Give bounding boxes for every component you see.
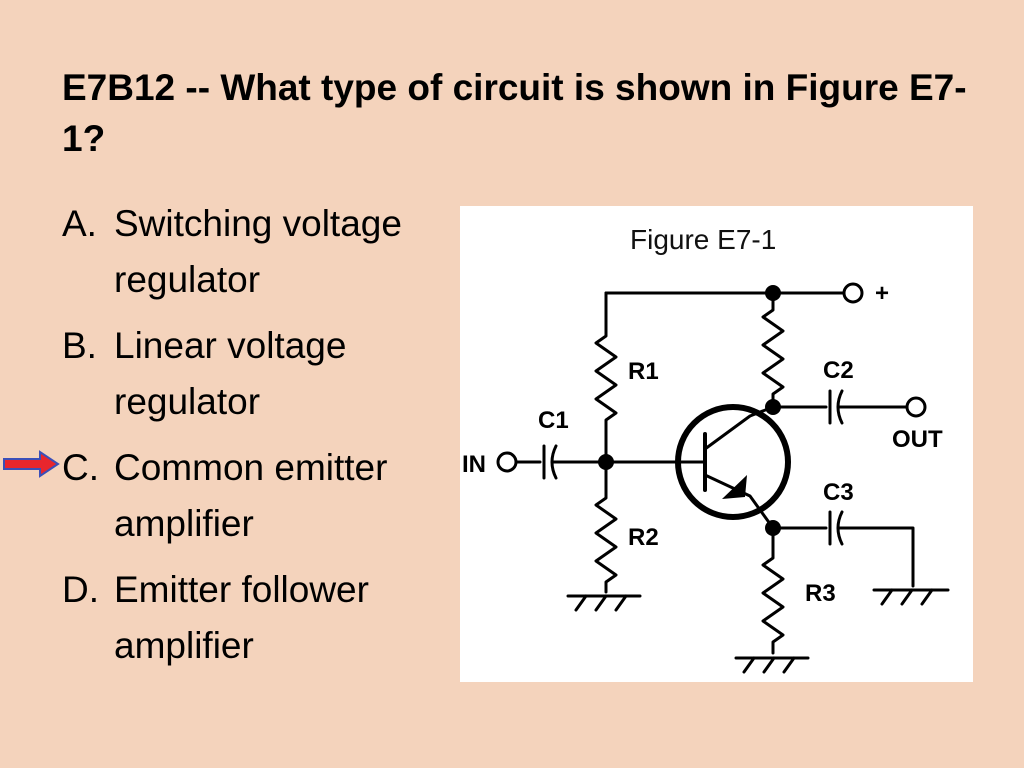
- option-c[interactable]: C. Common emitter amplifier: [62, 440, 452, 552]
- circuit-diagram: Figure E7-1: [462, 224, 950, 674]
- r2-resistor: [594, 460, 618, 594]
- r1-label: R1: [628, 358, 659, 385]
- c3-capacitor: [771, 510, 915, 588]
- r2-label: R2: [628, 524, 659, 551]
- option-letter: A.: [62, 203, 97, 244]
- out-label: OUT: [892, 426, 943, 453]
- ground-r2-icon: [566, 594, 642, 612]
- transistor-circle: [675, 404, 791, 520]
- junction-dot: [765, 520, 781, 536]
- c2-label: C2: [823, 357, 854, 384]
- c2-capacitor: [771, 389, 908, 425]
- plus-label: +: [875, 280, 889, 307]
- figure-title: Figure E7-1: [630, 224, 776, 255]
- in-terminal: [496, 451, 518, 473]
- transistor-emitter: [703, 473, 775, 530]
- answer-options: A. Switching voltage regulator B. Linear…: [62, 196, 452, 684]
- in-label: IN: [462, 451, 486, 478]
- option-letter: C.: [62, 447, 99, 488]
- ground-r3-icon: [734, 656, 810, 674]
- option-b[interactable]: B. Linear voltage regulator: [62, 318, 452, 430]
- answer-arrow-icon: [3, 450, 60, 478]
- transistor-collector: [703, 405, 775, 451]
- c3-label: C3: [823, 479, 854, 506]
- ground-c3-icon: [872, 588, 950, 606]
- junction-dot: [765, 399, 781, 415]
- option-letter: B.: [62, 325, 97, 366]
- question-title: E7B12 -- What type of circuit is shown i…: [62, 67, 967, 159]
- plus-terminal: [842, 282, 864, 304]
- r1-resistor: [594, 291, 618, 464]
- option-text: Emitter follower amplifier: [114, 569, 369, 666]
- option-text: Linear voltage regulator: [114, 325, 347, 422]
- r3-resistor: [761, 526, 785, 655]
- option-letter: D.: [62, 569, 99, 610]
- circuit-figure: Figure E7-1: [460, 206, 973, 682]
- option-text: Switching voltage regulator: [114, 203, 402, 300]
- junction-dot: [598, 454, 614, 470]
- option-text: Common emitter amplifier: [114, 447, 388, 544]
- c1-label: C1: [538, 407, 569, 434]
- junction-dot: [765, 285, 781, 301]
- emitter-arrow-icon: [722, 475, 747, 499]
- c1-capacitor: [514, 444, 608, 480]
- r3-label: R3: [805, 580, 836, 607]
- out-terminal: [905, 396, 927, 418]
- option-a[interactable]: A. Switching voltage regulator: [62, 196, 452, 308]
- option-d[interactable]: D. Emitter follower amplifier: [62, 562, 452, 674]
- collector-resistor: [761, 291, 785, 409]
